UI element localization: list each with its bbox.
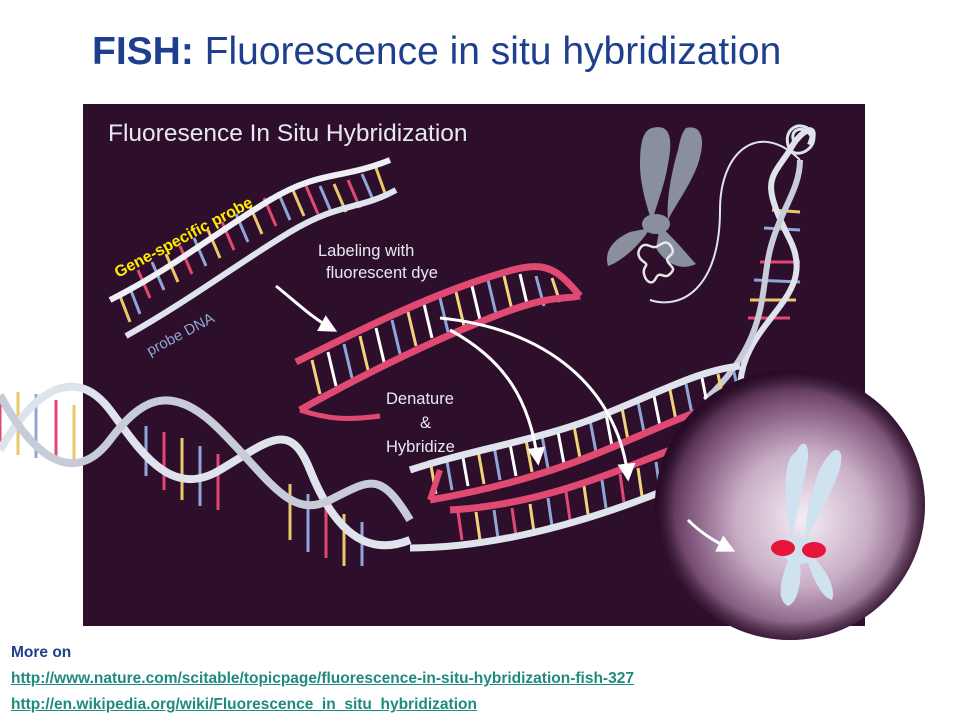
step-denature-line2: & [420,414,431,432]
labeled-chromosome [771,443,842,606]
fluorescent-signal-right [802,542,826,558]
page-title: FISH: Fluorescence in situ hybridization [92,30,781,74]
fluorescent-signal-left [771,540,795,556]
more-on-label: More on [11,644,72,661]
probe-dna [108,157,398,339]
genomic-dna-right [649,124,816,403]
arrow-denature-2 [439,316,636,482]
labeled-probe [294,263,583,421]
wikipedia-link[interactable]: http://en.wikipedia.org/wiki/Fluorescenc… [11,696,477,713]
step-labeling-line1: Labeling with [318,242,414,260]
arrow-labeling [275,284,338,332]
process-arrows [275,284,736,552]
genomic-dna-left [0,382,414,566]
step-labeling-line2: fluorescent dye [326,264,438,282]
step-denature-line3: Hybridize [386,438,455,456]
source-chromosome [606,127,702,284]
title-text: Fluorescence in situ hybridization [193,30,782,73]
arrow-to-nucleus [686,518,736,552]
nature-scitable-link[interactable]: http://www.nature.com/scitable/topicpage… [11,670,634,687]
step-denature-line1: Denature [386,390,454,408]
references: More on http://www.nature.com/scitable/t… [11,640,634,718]
title-abbreviation: FISH: [92,30,194,73]
arrow-denature-1 [449,328,546,466]
figure-heading: Fluoresence In Situ Hybridization [108,120,468,147]
